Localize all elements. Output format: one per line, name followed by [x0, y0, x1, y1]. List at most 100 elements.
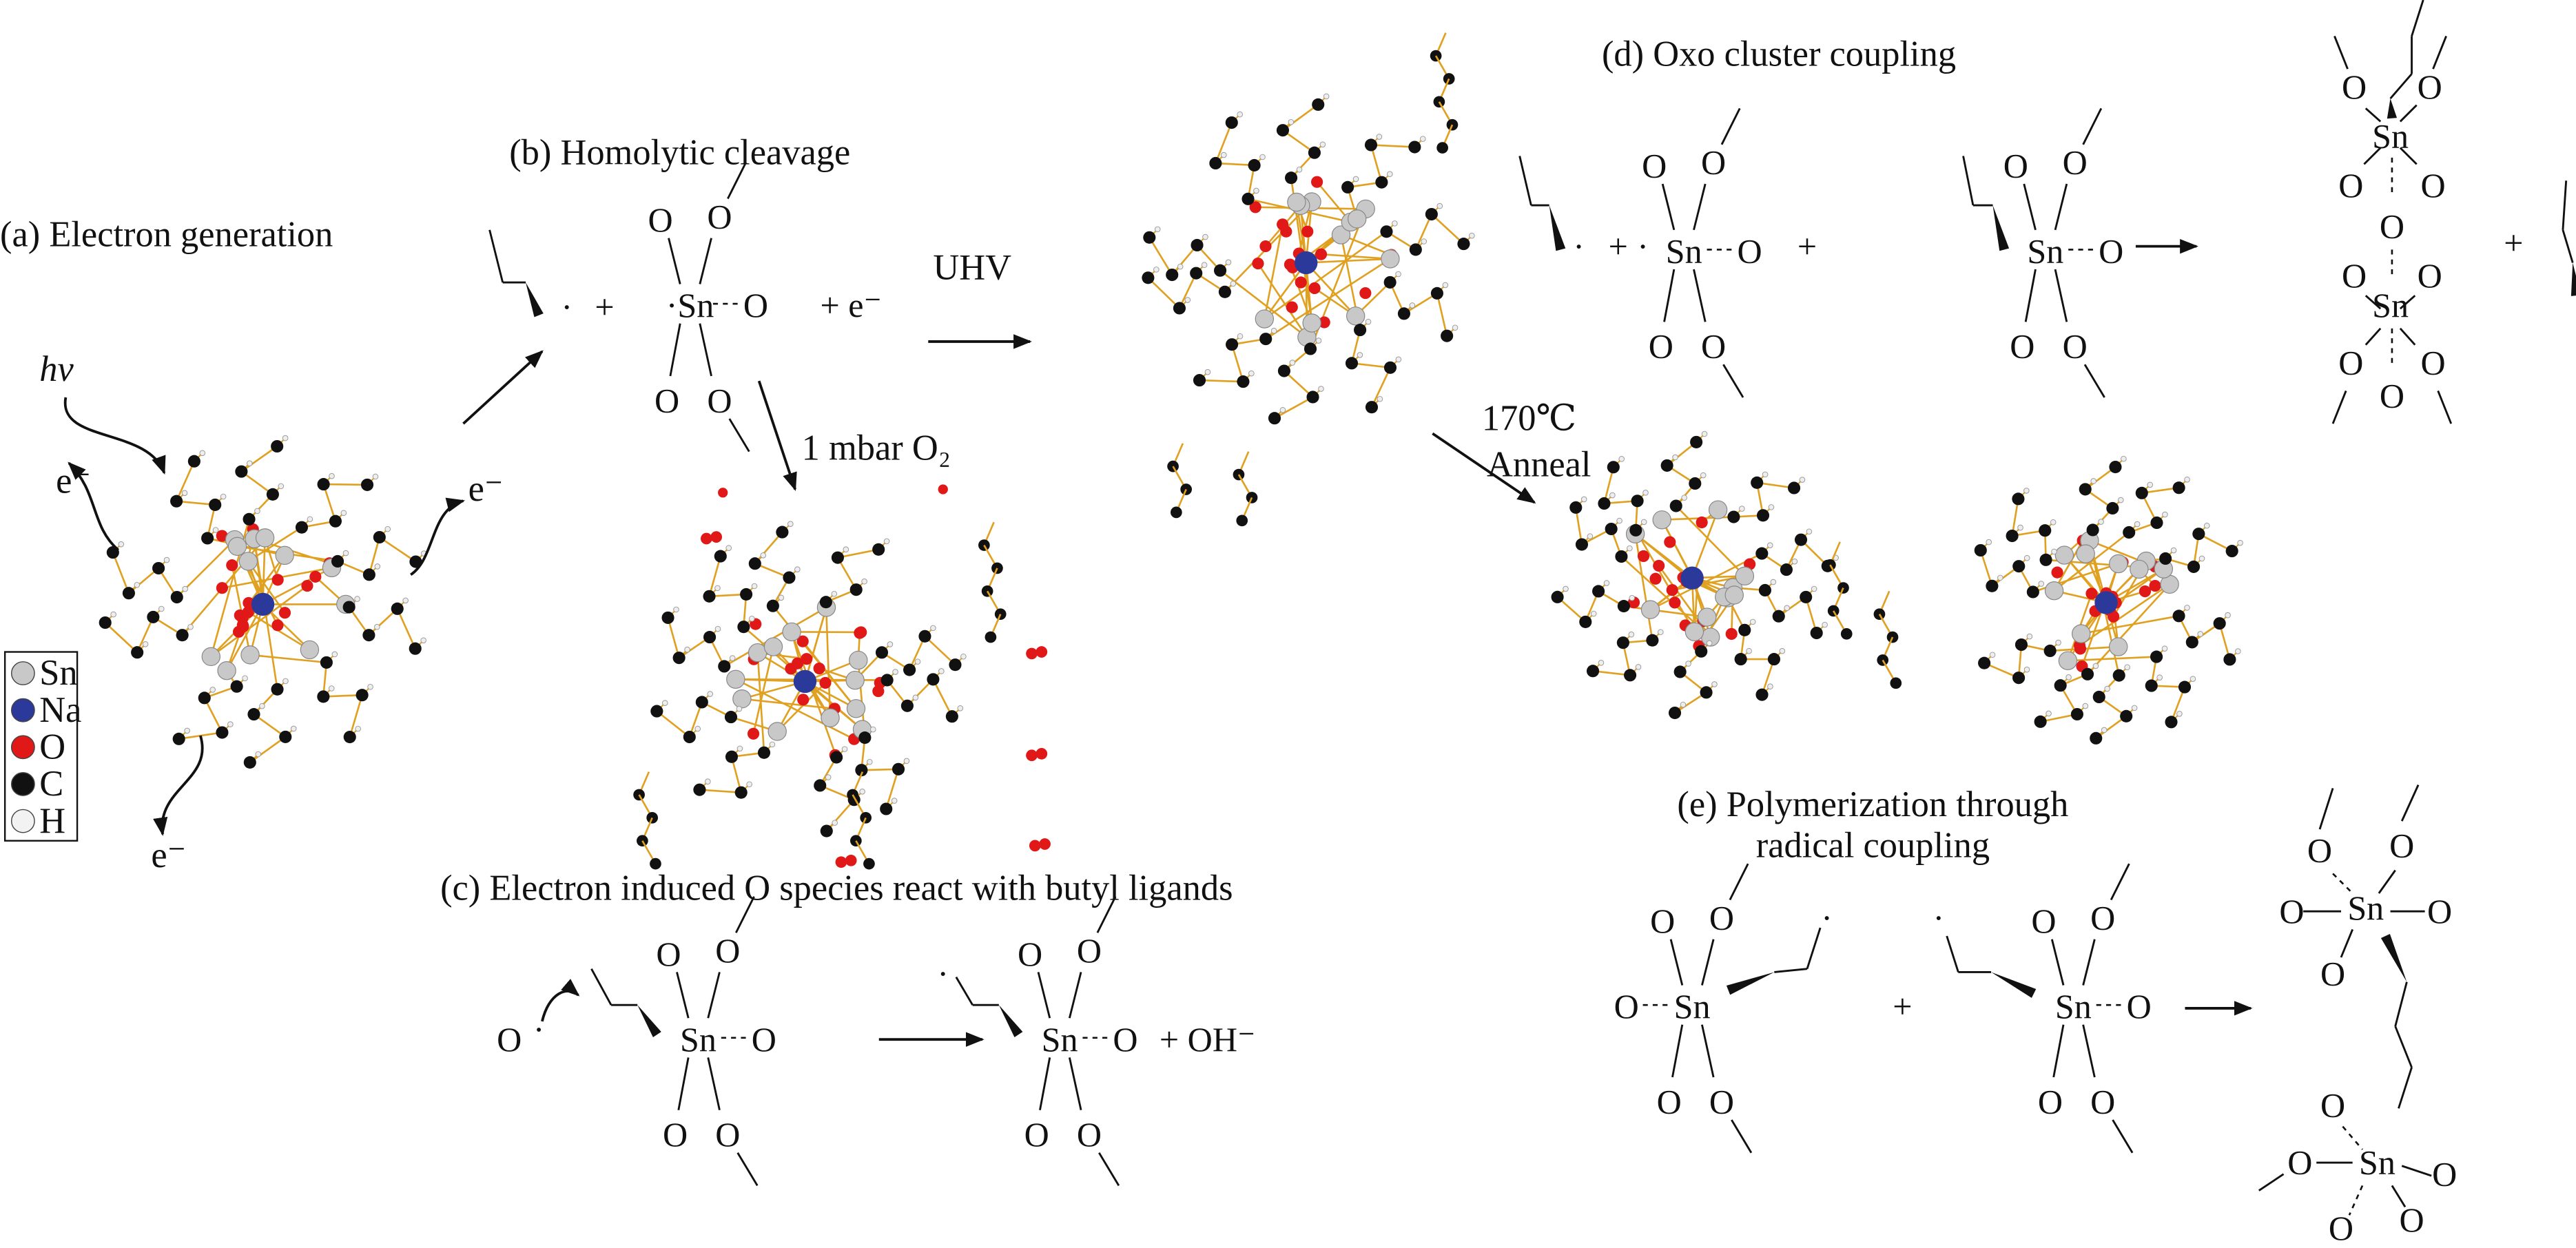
hydrogen-atom	[1685, 661, 1691, 667]
hydrogen-atom	[1603, 580, 1610, 586]
hydrogen-atom	[1289, 360, 1296, 366]
carbon-atom	[216, 726, 229, 739]
bond	[1178, 273, 1197, 309]
bond-line	[2083, 364, 2105, 398]
bond-line	[2364, 327, 2382, 346]
radical-dot: ·	[1637, 227, 1649, 265]
bond	[349, 694, 363, 738]
hydrogen-atom	[869, 726, 876, 733]
bond	[837, 548, 879, 559]
hydrogen-atom	[1202, 233, 1208, 240]
carbon-atom	[1142, 271, 1155, 284]
wedge-bond	[998, 1005, 1023, 1038]
hydrogen-atom	[684, 646, 690, 653]
bond	[1436, 293, 1448, 336]
bond-line	[2363, 147, 2382, 165]
carbon-atom	[918, 630, 931, 643]
oxygen-symbol: O	[648, 200, 673, 239]
label-a-electron-generation: (a) Electron generation	[0, 215, 333, 255]
carbon-atom	[2012, 672, 2026, 685]
hydrogen-atom	[1323, 93, 1330, 100]
carbon-atom	[1700, 686, 1713, 699]
oxygen-symbol: O	[2418, 256, 2442, 295]
bond	[210, 585, 308, 658]
hydrogen-atom	[1270, 327, 1277, 334]
tin-atom	[763, 637, 783, 656]
carbon-atom	[1354, 324, 1367, 337]
bond-line	[1693, 269, 1707, 322]
wedge-bond	[1991, 972, 2037, 998]
oxygen-symbol: O	[715, 1115, 740, 1154]
bond-line	[1037, 972, 1051, 1019]
hydrogen-atom	[714, 625, 721, 632]
hydrogen-atom	[1642, 490, 1649, 496]
hydrogen-atom	[1766, 542, 1773, 548]
hydrogen-atom	[2170, 547, 2177, 554]
legend-swatch-o	[10, 735, 35, 760]
hydrogen-atom	[831, 590, 838, 597]
oxygen-atom	[2139, 585, 2152, 598]
oxygen-atom	[301, 580, 313, 592]
tin-atom	[2072, 624, 2091, 643]
hydrogen-atom	[1319, 141, 1326, 148]
hydrogen-atom	[861, 578, 867, 585]
tin-atom	[2109, 554, 2128, 574]
carbon-atom	[1569, 501, 1583, 514]
oxygen-atom	[1315, 248, 1328, 260]
bond	[1257, 262, 1308, 338]
oxygen-atom	[216, 582, 228, 594]
oxygen-atom	[1308, 282, 1321, 295]
hydrogen-atom	[1672, 454, 1678, 461]
carbon-atom	[1193, 374, 1206, 387]
anneal-temperature-label: 170℃	[1482, 399, 1576, 439]
bond	[1370, 145, 1383, 183]
oxygen-symbol: O	[2038, 1082, 2063, 1121]
bond-line	[1720, 107, 1741, 145]
hydrogen-atom	[1436, 202, 1443, 209]
bond-line	[1663, 269, 1676, 322]
oxygen-atom	[747, 727, 760, 740]
bond	[240, 445, 278, 472]
bond	[772, 605, 857, 709]
hydrogen-atom	[1822, 621, 1828, 628]
carbon-atom	[985, 631, 997, 643]
carbon-atom	[243, 512, 256, 526]
oxygen-atom	[1669, 596, 1681, 609]
bond	[790, 631, 838, 758]
bond	[368, 607, 398, 636]
bond	[249, 654, 327, 664]
label-d-oxo-cluster-coupling: (d) Oxo cluster coupling	[1602, 34, 1956, 74]
oxygen-symbol: O	[663, 1115, 688, 1154]
bond-line	[590, 968, 612, 1006]
carbon-atom	[1605, 522, 1618, 536]
bond	[379, 536, 417, 563]
bond-line	[2391, 1185, 2407, 1208]
hydrogen-atom	[110, 611, 116, 618]
bond-line	[1722, 364, 1744, 398]
tin-atom	[238, 552, 258, 571]
carbon-atom	[880, 674, 894, 687]
oxygen-symbol: O	[2389, 826, 2414, 865]
oxygen-atom	[819, 676, 832, 689]
tin-atom	[2058, 651, 2078, 671]
bond	[2011, 499, 2019, 537]
oxygen-symbol: O	[707, 381, 732, 419]
hydrogen-atom	[1768, 504, 1775, 510]
hydrogen-atom	[891, 798, 898, 804]
carbon-atom	[860, 811, 872, 824]
bond-line	[1661, 183, 1676, 231]
arrow-oxygen	[757, 380, 797, 492]
carbon-atom	[880, 802, 893, 815]
oxygen-atom	[791, 657, 804, 669]
hydrogen-atom	[1452, 324, 1459, 331]
bond-line	[2340, 928, 2354, 958]
arrow-a-to-b	[462, 350, 544, 425]
hydrogen-atom	[1746, 647, 1752, 654]
carbon-atom	[1276, 124, 1290, 137]
hydrogen-atom	[1442, 282, 1449, 289]
bond	[104, 622, 138, 654]
hydrogen-atom	[2051, 548, 2057, 555]
bond-line	[2054, 269, 2068, 322]
oxygen-symbol: O	[2320, 955, 2345, 993]
